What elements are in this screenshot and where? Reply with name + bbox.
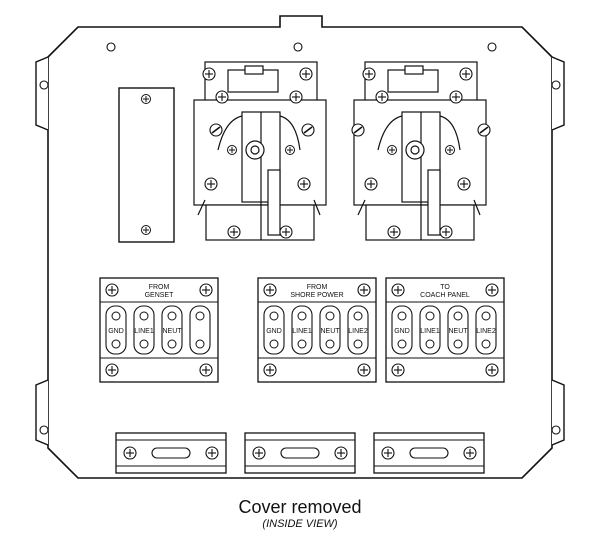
relay-1 bbox=[193, 61, 327, 241]
coach-heading-line1: TO bbox=[440, 284, 450, 291]
mounting-tab-right bbox=[551, 56, 565, 131]
mounting-tab-right-lower bbox=[551, 379, 565, 446]
terminal-block-genset: FROM GENSET GND LINE1 NEUT bbox=[99, 277, 219, 383]
mounting-tab-left-lower bbox=[35, 379, 49, 446]
shore-label-gnd: GND bbox=[266, 328, 282, 335]
ground-bar-2 bbox=[244, 432, 356, 474]
genset-label-neut: NEUT bbox=[162, 328, 182, 335]
ground-bar-3 bbox=[373, 432, 485, 474]
genset-label-gnd: GND bbox=[108, 328, 124, 335]
transfer-switch-diagram: FROM GENSET GND LINE1 NEUT FROM SHORE PO… bbox=[35, 15, 565, 479]
coach-heading-line2: COACH PANEL bbox=[420, 292, 470, 299]
shore-heading-line1: FROM bbox=[307, 284, 328, 291]
shore-label-neut: NEUT bbox=[320, 328, 340, 335]
coach-label-line2: LINE2 bbox=[476, 328, 496, 335]
shore-heading-line2: SHORE POWER bbox=[290, 292, 343, 299]
genset-heading-line2: GENSET bbox=[145, 292, 175, 299]
shore-label-line1: LINE1 bbox=[292, 328, 312, 335]
caption-subtitle: (INSIDE VIEW) bbox=[262, 518, 338, 530]
coach-label-gnd: GND bbox=[394, 328, 410, 335]
coach-label-line1: LINE1 bbox=[420, 328, 440, 335]
caption-title: Cover removed bbox=[238, 497, 362, 517]
mounting-tab-left bbox=[35, 56, 49, 131]
genset-heading-line1: FROM bbox=[149, 284, 170, 291]
genset-label-line1: LINE1 bbox=[134, 328, 154, 335]
shore-label-line2: LINE2 bbox=[348, 328, 368, 335]
terminal-block-coach-panel: TO COACH PANEL GND LINE1 NEUT LINE2 bbox=[385, 277, 505, 383]
side-plate bbox=[118, 87, 175, 243]
relay-2 bbox=[351, 61, 491, 241]
coach-label-neut: NEUT bbox=[448, 328, 468, 335]
terminal-block-shore-power: FROM SHORE POWER GND LINE1 NEUT LINE2 bbox=[257, 277, 377, 383]
ground-bar-1 bbox=[115, 432, 227, 474]
